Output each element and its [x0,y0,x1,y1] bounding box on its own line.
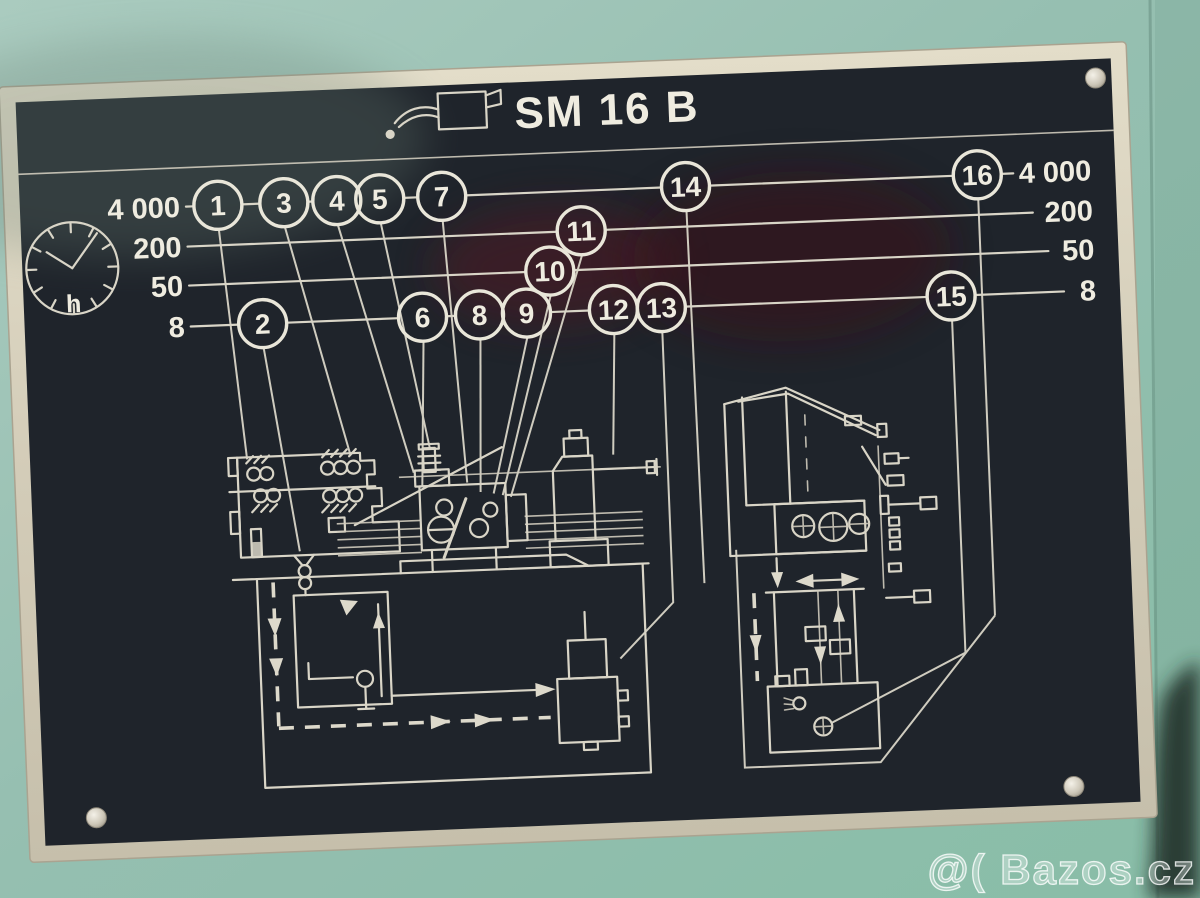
interval-line-200h [186,211,1034,248]
svg-text:4: 4 [328,185,345,217]
screw-top-right [1084,67,1106,89]
lubrication-plate: SM 16 B h [0,36,1158,863]
svg-text:14: 14 [669,171,702,203]
svg-text:1: 1 [210,190,227,222]
lubrication-points: 1 2 3 4 5 6 7 8 9 10 11 12 13 14 15 16 [192,149,1003,350]
point-circle-4: 4 [311,174,363,227]
left-label-200: 200 [133,232,183,266]
front-view-diagram [226,428,661,790]
point-circle-3: 3 [258,176,310,229]
svg-text:12: 12 [597,294,629,326]
point-circle-13: 13 [635,281,688,334]
point-circle-7: 7 [416,170,468,223]
svg-text:8: 8 [471,300,488,332]
point-circle-6: 6 [396,291,449,343]
svg-text:11: 11 [566,215,597,247]
svg-text:5: 5 [371,184,388,216]
left-label-50: 50 [150,271,184,304]
svg-text:15: 15 [935,280,967,312]
screw-bottom-right [1063,775,1085,797]
left-label-8: 8 [168,312,185,345]
right-label-4000: 4 000 [1018,155,1092,190]
svg-text:6: 6 [414,302,431,334]
right-label-200: 200 [1044,195,1094,229]
shadow-blob [1148,660,1200,898]
right-label-50: 50 [1062,234,1096,267]
side-view-diagram [723,386,938,754]
point-circle-15: 15 [925,270,977,322]
screw-bottom-left [85,807,107,829]
title-separator [18,129,1114,176]
svg-text:10: 10 [534,255,566,287]
point-circle-16: 16 [951,149,1003,201]
point-circle-14: 14 [659,160,712,213]
oil-can-icon [385,88,503,139]
svg-text:13: 13 [645,292,677,324]
interval-labels-right: 4 000 200 50 8 [1018,155,1097,308]
point-circle-11: 11 [555,205,607,257]
right-label-8: 8 [1079,275,1096,308]
point-circle-9: 9 [500,287,553,339]
point-circle-2: 2 [236,297,289,350]
interval-labels-left: 4 000 200 50 8 [107,192,186,345]
side-suction-dashed-line [749,593,762,682]
clock-icon: h [25,221,120,319]
hours-unit: h [66,290,82,319]
watermark-text: @( Bazos.cz [928,846,1196,893]
interval-line-50h [187,249,1050,287]
svg-text:7: 7 [433,181,450,213]
point-circle-1: 1 [192,179,244,232]
point-circle-10: 10 [524,245,576,297]
plate-title: SM 16 B [385,82,700,139]
svg-text:16: 16 [961,159,993,191]
point-circle-12: 12 [587,283,640,336]
svg-text:3: 3 [275,187,292,219]
interval-line-4000h [184,172,1015,208]
left-label-4000: 4 000 [107,192,181,227]
svg-text:9: 9 [518,298,535,330]
plate-title-text: SM 16 B [513,82,700,138]
front-suction-dashed-lines [267,582,551,731]
leader-lines [217,198,996,769]
plate-sheen [0,36,428,258]
point-circle-5: 5 [354,173,406,225]
front-base-oil-circuit [255,562,653,790]
svg-text:2: 2 [254,308,271,340]
